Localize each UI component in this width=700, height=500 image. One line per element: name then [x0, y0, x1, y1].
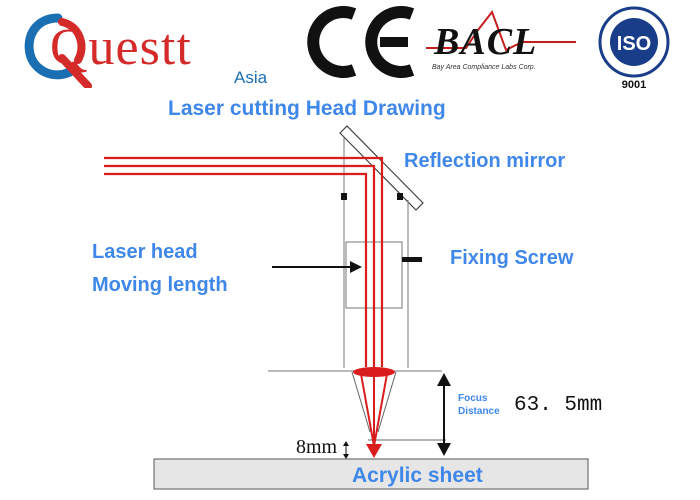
bacl-sub-text: Bay Area Compliance Labs Corp.	[432, 64, 536, 71]
body-block-left	[341, 193, 347, 200]
focus-distance-arrow	[437, 373, 451, 456]
label-focus: Focus	[458, 393, 488, 404]
iso-seal-icon: ISO 9001	[598, 6, 670, 91]
laser-beams	[104, 156, 384, 367]
moving-length-arrow	[272, 261, 362, 273]
gap-value: 8mm	[296, 436, 338, 458]
questt-sub-text: Asia	[234, 68, 268, 87]
bacl-wave-icon	[426, 9, 576, 52]
fixing-screw	[402, 257, 422, 262]
label-acrylic-sheet: Acrylic sheet	[352, 464, 483, 487]
label-moving-length: Moving length	[92, 274, 228, 296]
acrylic-sheet	[153, 458, 589, 490]
ce-mark-icon	[307, 6, 415, 78]
iso-text: ISO	[617, 33, 651, 55]
bacl-logo: BACL Bay Area Compliance Labs Corp.	[426, 2, 576, 90]
questt-logo: Questt Asia	[22, 4, 282, 92]
converging-beams	[360, 373, 388, 447]
focus-lens	[353, 367, 395, 377]
iso-number: 9001	[622, 79, 646, 91]
label-laser-head: Laser head	[92, 241, 198, 263]
beam-focus-arrow	[366, 444, 382, 458]
nozzle-cone	[351, 371, 446, 441]
bacl-brand-text: BACL	[434, 21, 538, 63]
focus-distance-value: 63. 5mm	[514, 394, 603, 417]
questt-swoosh-icon	[24, 13, 92, 88]
label-distance: Distance	[458, 406, 500, 417]
gap-arrow	[343, 441, 349, 459]
label-fixing-screw: Fixing Screw	[450, 247, 574, 269]
label-reflection-mirror: Reflection mirror	[404, 150, 566, 172]
questt-brand-text: Questt	[50, 19, 192, 76]
body-block-right	[397, 193, 403, 200]
diagram-title: Laser cutting Head Drawing	[168, 97, 446, 120]
